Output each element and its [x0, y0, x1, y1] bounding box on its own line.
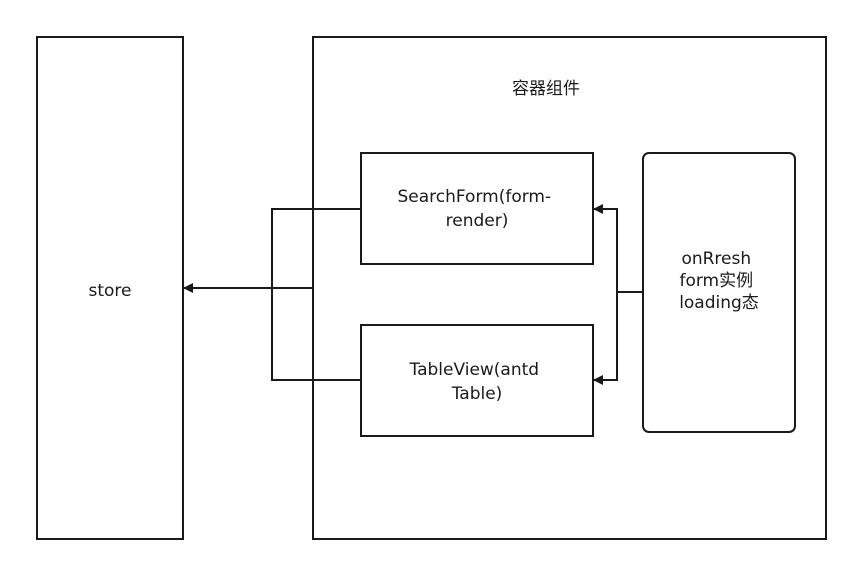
store-node: store: [36, 36, 184, 540]
table-view-label: TableView(antd Table): [409, 360, 545, 404]
store-label: store: [89, 281, 132, 301]
state-to-table-view-arrow: [593, 292, 618, 385]
state-to-search-form-arrow: [593, 204, 618, 292]
state-label-line3: loading态: [679, 293, 759, 313]
search-form-node: SearchForm(form- render): [360, 152, 594, 265]
search-form-to-store-connector: [271, 208, 361, 381]
table-view-label-line2: Table): [451, 384, 503, 404]
table-view-label-line1: TableView(antd: [409, 360, 540, 380]
search-form-label: SearchForm(form- render): [397, 187, 556, 231]
state-label-line2: form实例: [679, 271, 753, 291]
search-form-label-line1: SearchForm(form-: [397, 187, 551, 207]
state-node: onRresh form实例 loading态: [642, 152, 796, 433]
search-form-label-line2: render): [446, 211, 509, 231]
state-label-line1: onRresh: [681, 249, 751, 269]
container-label: 容器组件: [512, 79, 580, 99]
state-label: onRresh form实例 loading态: [679, 249, 759, 313]
table-view-node: TableView(antd Table): [360, 324, 594, 437]
